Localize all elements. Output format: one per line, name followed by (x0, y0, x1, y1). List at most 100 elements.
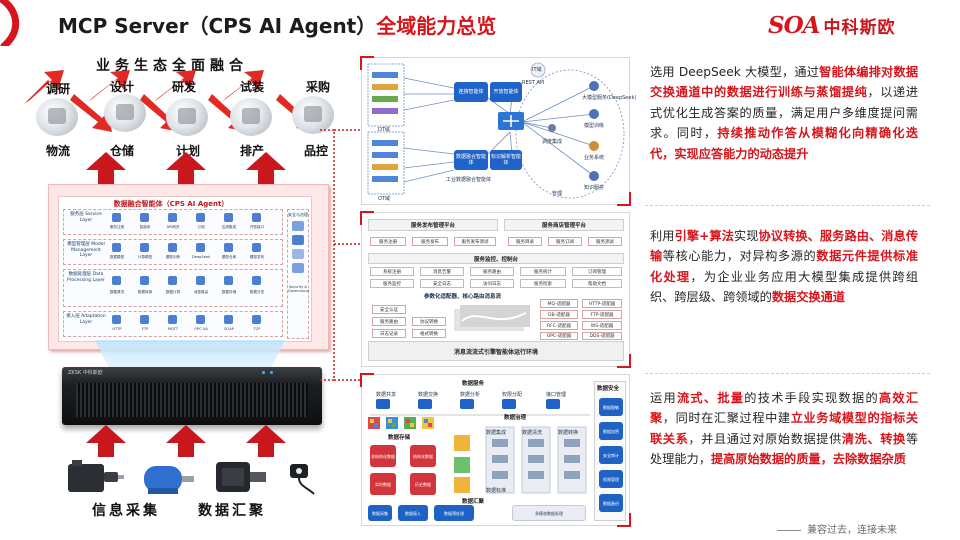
chip-service-register: 服务注册 (370, 237, 406, 246)
server-hardware-image: ZKSK 中科斯欧 (62, 367, 322, 425)
module-title: 数据融合智能体（CPS AI Agent） (113, 200, 229, 208)
gov-item: 数据标准 (486, 488, 507, 494)
layer-item-icon (112, 243, 121, 252)
chip-message-alert: 消息告警 (420, 267, 464, 276)
chip-service-test: 服务测试 (588, 237, 622, 246)
eco-label-purchase: 采购 (306, 80, 331, 94)
label-management: 管理 (552, 191, 563, 197)
chip-ws-adapter: WS-适配器 (582, 321, 622, 330)
security-item: 数据加密 (599, 422, 623, 440)
description-aggregation: 运用流式、批量的技术手段实现数据的高效汇聚，同时在汇聚过程中建立业务域模型的指标… (650, 388, 918, 470)
separator (645, 373, 930, 374)
layer-item-icon (140, 243, 149, 252)
layer-item-icon (196, 276, 205, 285)
collect-item: 多模态数据处理 (512, 505, 586, 521)
layer-item-icon (224, 243, 233, 252)
data-governance-title: 数据治理 (504, 415, 527, 421)
layer-item-icon (224, 276, 233, 285)
highlight-text: 持续推动作答从模糊化向精确化迭代，实现应答能力的动态提升 (650, 126, 919, 161)
research-image (36, 98, 78, 136)
layer-item-icon (168, 315, 177, 324)
body-text: 利用 (650, 229, 675, 243)
connector-lines (320, 129, 362, 381)
layer-service: 服务层 Service Layer 服务注册 智能体 API网关 订阅 应用集成… (63, 209, 283, 235)
chip-opc-adapter: OPC-适配器 (540, 332, 578, 340)
body-text: ，同时在汇聚过程中建 (662, 411, 791, 426)
brand-name: 中科斯欧 (823, 17, 896, 38)
layer-item-icon (196, 315, 205, 324)
chip-protocol-convert: 协议转换 (412, 317, 446, 326)
chip-access-log: 访问日志 (470, 279, 514, 288)
layer-item-icon (196, 213, 205, 222)
chip-service-monitor: 服务监控 (370, 279, 414, 288)
service-item: 权限分配 (502, 392, 523, 398)
security-item: 数据备份 (599, 494, 623, 512)
layer-processing-name: 数据处理层 Data Processing Layer (66, 272, 105, 283)
header-service-store: 服务商店管理平台 (504, 219, 624, 231)
security-note: Security & Governance (288, 285, 310, 293)
up-arrow-icon (86, 152, 126, 184)
highlight-text: 立业务域模型的指标关联关系 (650, 411, 919, 446)
service-item: 数据交换 (418, 392, 439, 398)
layer-item-label: DeepSeek (191, 255, 211, 259)
chip-auth: 安全认证 (372, 305, 406, 314)
node-open-agent: 开放智能体 (490, 82, 522, 102)
chip-service-stats: 服务统计 (520, 267, 566, 276)
collect-item: 数据预处理 (434, 505, 474, 521)
chip-mq-adapter: MQ-适配器 (540, 299, 578, 308)
layer-item-label: 开放接口 (249, 225, 265, 229)
highlight-text: 高效汇聚 (650, 391, 919, 426)
header-service-publish: 服务发布管理平台 (368, 219, 498, 231)
layer-item-label: OPC UA (194, 327, 208, 331)
chip-route: 服务路由 (372, 317, 406, 326)
layer-item-icon (168, 243, 177, 252)
layer-item-label: API网关 (166, 225, 180, 229)
chip-dds-adapter: DDS-适配器 (582, 332, 622, 340)
cps-agent-module-inner: 数据融合智能体（CPS AI Agent） 服务层 Service Layer … (58, 196, 312, 342)
layer-adaptation: 接入层 Adaptation Layer HTTP FTP MQTT OPC U… (63, 311, 283, 337)
panel-agent-network: 连接智能体 开放智能体 数据融合智能体 标识解析智能体 工业数据融合智能体 DT… (360, 56, 636, 206)
label-info-collection: 信息采集 (92, 503, 160, 519)
brand-logo-mark: SOA (768, 11, 820, 39)
layer-item-icon (224, 213, 233, 222)
up-arrow-icon (246, 152, 286, 184)
layer-item-label: 模型发布 (249, 255, 265, 259)
server-led-icon (270, 371, 273, 374)
eco-label-storage: 仓储 (110, 144, 135, 158)
cycle-arrow-1 (24, 70, 64, 104)
trial-image (230, 98, 272, 136)
layer-item-label: 数据分发 (249, 290, 265, 294)
data-collect-title: 数据汇聚 (462, 499, 485, 505)
chip-service-search: 服务检索 (520, 279, 566, 288)
cycle-arrow-5 (154, 70, 196, 102)
highlight-text: 协议转换、服务路由、消息传输 (650, 229, 919, 264)
chip-service-publish-test: 服务发布测试 (454, 237, 496, 246)
layer-model-name: 模型管理层 Model Management Layer (67, 242, 105, 259)
label-dispatch: 调度集成 (542, 139, 563, 145)
layer-service-name: 服务层 Service Layer (70, 212, 102, 223)
node-identifier-agent: 标识解析智能体 (490, 150, 522, 170)
store-historical: 历史数据 (410, 473, 436, 495)
layer-item-label: 模型训练 (165, 255, 181, 259)
layer-item-icon (140, 276, 149, 285)
highlight-text: 智能体编排对数据交换通道中的数据进行训练与蒸馏提纯 (650, 65, 919, 100)
layer-item-label: TCP (253, 327, 261, 331)
gov-item: 数据清洗 (522, 430, 543, 436)
layer-item-icon (112, 276, 121, 285)
chip-security-log: 安全日志 (420, 279, 464, 288)
rd-image (166, 98, 208, 136)
panel-service-platform: 服务发布管理平台 服务商店管理平台 服务注册 服务发布 服务发布测试 服务目录 … (360, 211, 631, 368)
message-flow-graphic (454, 305, 530, 331)
service-item: 接口管理 (546, 392, 567, 398)
layer-item-icon (224, 315, 233, 324)
layer-model: 模型管理层 Model Management Layer 数据模型 计算模型 模… (63, 239, 283, 265)
security-item: 安全审计 (599, 446, 623, 464)
eco-label-trial: 试装 (240, 80, 265, 94)
chip-http-adapter: HTTP-适配器 (582, 299, 622, 308)
adapter-route-title: 参数化适配器、核心路由消息流 (424, 294, 502, 300)
eco-label-design: 设计 (110, 80, 135, 94)
electric-motor-icon (144, 466, 194, 494)
collect-item: 数据采集 (368, 505, 392, 521)
chip-service-subscribe: 服务订阅 (548, 237, 582, 246)
data-store-title: 数据存储 (388, 435, 411, 441)
